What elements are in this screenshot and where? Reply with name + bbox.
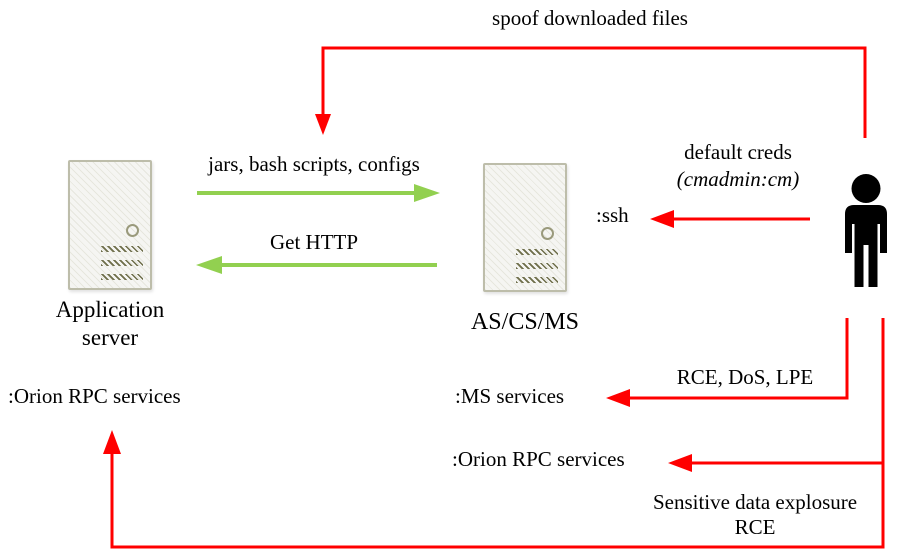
cmadmin-creds-label: (cmadmin:cm)	[676, 167, 800, 191]
arrow-orion-center-attack	[668, 454, 883, 472]
arrow-spoof-downloaded-files	[315, 46, 867, 138]
sensitive-data-exposure-line2: RCE	[734, 515, 776, 540]
application-server-title-line1: Application	[55, 297, 165, 322]
default-creds-label: default creds	[684, 140, 792, 164]
application-server-icon	[68, 160, 152, 290]
ms-services-port-label: :MS services	[455, 384, 565, 408]
server-vent-icon	[516, 277, 558, 283]
server-vent-icon	[101, 274, 143, 280]
person-icon	[845, 174, 887, 287]
as-cs-ms-server-icon	[483, 163, 567, 292]
as-cs-ms-title: AS/CS/MS	[470, 309, 580, 335]
spoof-downloaded-files-label: spoof downloaded files	[492, 6, 688, 30]
orion-rpc-center-port-label: :Orion RPC services	[452, 447, 625, 471]
jars-transfer-label: jars, bash scripts, configs	[208, 152, 420, 176]
get-http-label: Get HTTP	[269, 230, 359, 254]
ssh-port-label: :ssh	[596, 203, 629, 227]
arrow-get-http	[196, 256, 437, 274]
orion-rpc-left-port-label: :Orion RPC services	[8, 384, 181, 408]
server-vent-icon	[101, 260, 143, 266]
application-server-title: Application server	[30, 296, 190, 352]
server-vent-icon	[516, 249, 558, 255]
server-vent-icon	[101, 246, 143, 252]
server-vent-icon	[516, 263, 558, 269]
sensitive-data-exposure-line1: Sensitive data explosure	[652, 490, 858, 514]
server-power-button-icon	[541, 227, 554, 240]
arrow-jars-transfer	[197, 184, 440, 202]
sensitive-data-exposure-label: Sensitive data explosure RCE	[620, 490, 890, 540]
server-power-button-icon	[126, 224, 139, 237]
arrow-ms-services-attack	[606, 318, 849, 407]
application-server-title-line2: server	[81, 325, 139, 351]
arrow-ssh-attack	[650, 210, 810, 228]
rce-dos-lpe-label: RCE, DoS, LPE	[676, 365, 814, 389]
